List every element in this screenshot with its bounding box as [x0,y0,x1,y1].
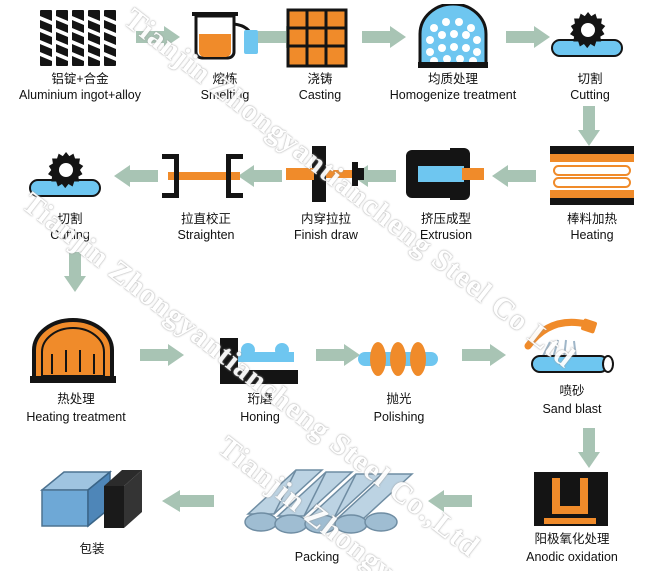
step-ingot-label-cn: 铝锭+合金 [51,72,109,86]
arrow-finishdraw-to-straighten [238,165,282,187]
arrow-packing-to-package [162,490,214,512]
arrow-heattreat-to-honing [140,344,184,366]
step-heating-label-cn: 棒料加热 [566,212,617,226]
step-homogenize-label-cn: 均质处理 [427,72,478,86]
step-honing-label-cn: 珩磨 [247,392,273,406]
step-cutting-1-label-en: Cutting [570,88,610,102]
saw-blade-icon [29,152,101,197]
furnace-dome-icon [418,4,488,68]
straightener-icon [162,154,243,198]
arrow-polishing-to-sandblast [462,344,506,366]
step-anodic-label-en: Anodic oxidation [526,550,618,564]
step-extrusion-label-cn: 挤压成型 [420,212,471,226]
polishing-wheels-icon [358,342,438,376]
draw-bench-icon [286,146,364,202]
step-casting-label-cn: 浇铸 [307,72,333,86]
step-cutting-1-label-cn: 切割 [577,72,603,86]
boxes-icon [39,470,142,528]
arrow-cutting2-to-heattreat [64,252,86,292]
casting-mold-icon [286,8,348,68]
step-cutting-2-label-cn: 切割 [57,212,83,226]
arrow-anodic-to-packing [428,490,472,512]
step-extrusion-label-en: Extrusion [419,228,473,242]
arrow-homogenize-to-cutting [506,26,550,48]
step-homogenize-label-en: Homogenize treatment [389,88,517,102]
billet-heating-icon [550,146,634,205]
tube-bundle-icon [244,469,414,534]
step-package-label-cn: 包装 [79,542,105,556]
step-cutting-2-label-en: Cutting [50,228,90,242]
extrusion-press-icon [406,148,484,200]
arrow-honing-to-polishing [316,344,360,366]
step-sandblast-label-cn: 喷砂 [559,384,585,398]
sandblast-nozzle-icon [524,318,614,373]
step-heat-treatment-label-cn: 热处理 [57,392,95,406]
arrow-casting-to-homogenize [362,26,406,48]
step-straighten-label-en: Straighten [177,228,235,242]
step-polishing-label-en: Polishing [373,410,425,424]
step-finishdraw-label-cn: 内穿拉拉 [300,212,351,226]
step-finishdraw-label-en: Finish draw [294,228,358,242]
arrow-straighten-to-cutting2 [114,165,158,187]
step-smelting-label-en: Smelting [200,88,250,102]
furnace-dome-icon [30,318,116,383]
saw-blade-icon [551,12,623,57]
arrow-sandblast-to-anodic [578,428,600,468]
step-heating-label-en: Heating [570,228,614,242]
step-smelting-label-cn: 熔炼 [212,72,238,86]
step-packing-label-en: Packing [294,550,340,564]
ingot-stack-icon [40,10,116,66]
crucible-icon [192,12,258,60]
arrow-ingot-to-smelting [136,26,180,48]
step-polishing-label-cn: 抛光 [386,392,412,406]
arrow-heating-to-extrusion [492,165,536,187]
anodizing-tank-icon [534,472,608,526]
step-straighten-label-cn: 拉直校正 [180,212,231,226]
step-honing-label-en: Honing [240,410,280,424]
step-anodic-label-cn: 阳极氧化处理 [534,532,610,546]
step-ingot-label-en: Aluminium ingot+alloy [19,88,141,102]
step-heat-treatment-label-en: Heating treatment [26,410,126,424]
honing-machine-icon [220,338,298,384]
step-casting-label-en: Casting [298,88,342,102]
arrow-cutting-to-heating [578,106,600,146]
step-sandblast-label-en: Sand blast [542,402,602,416]
